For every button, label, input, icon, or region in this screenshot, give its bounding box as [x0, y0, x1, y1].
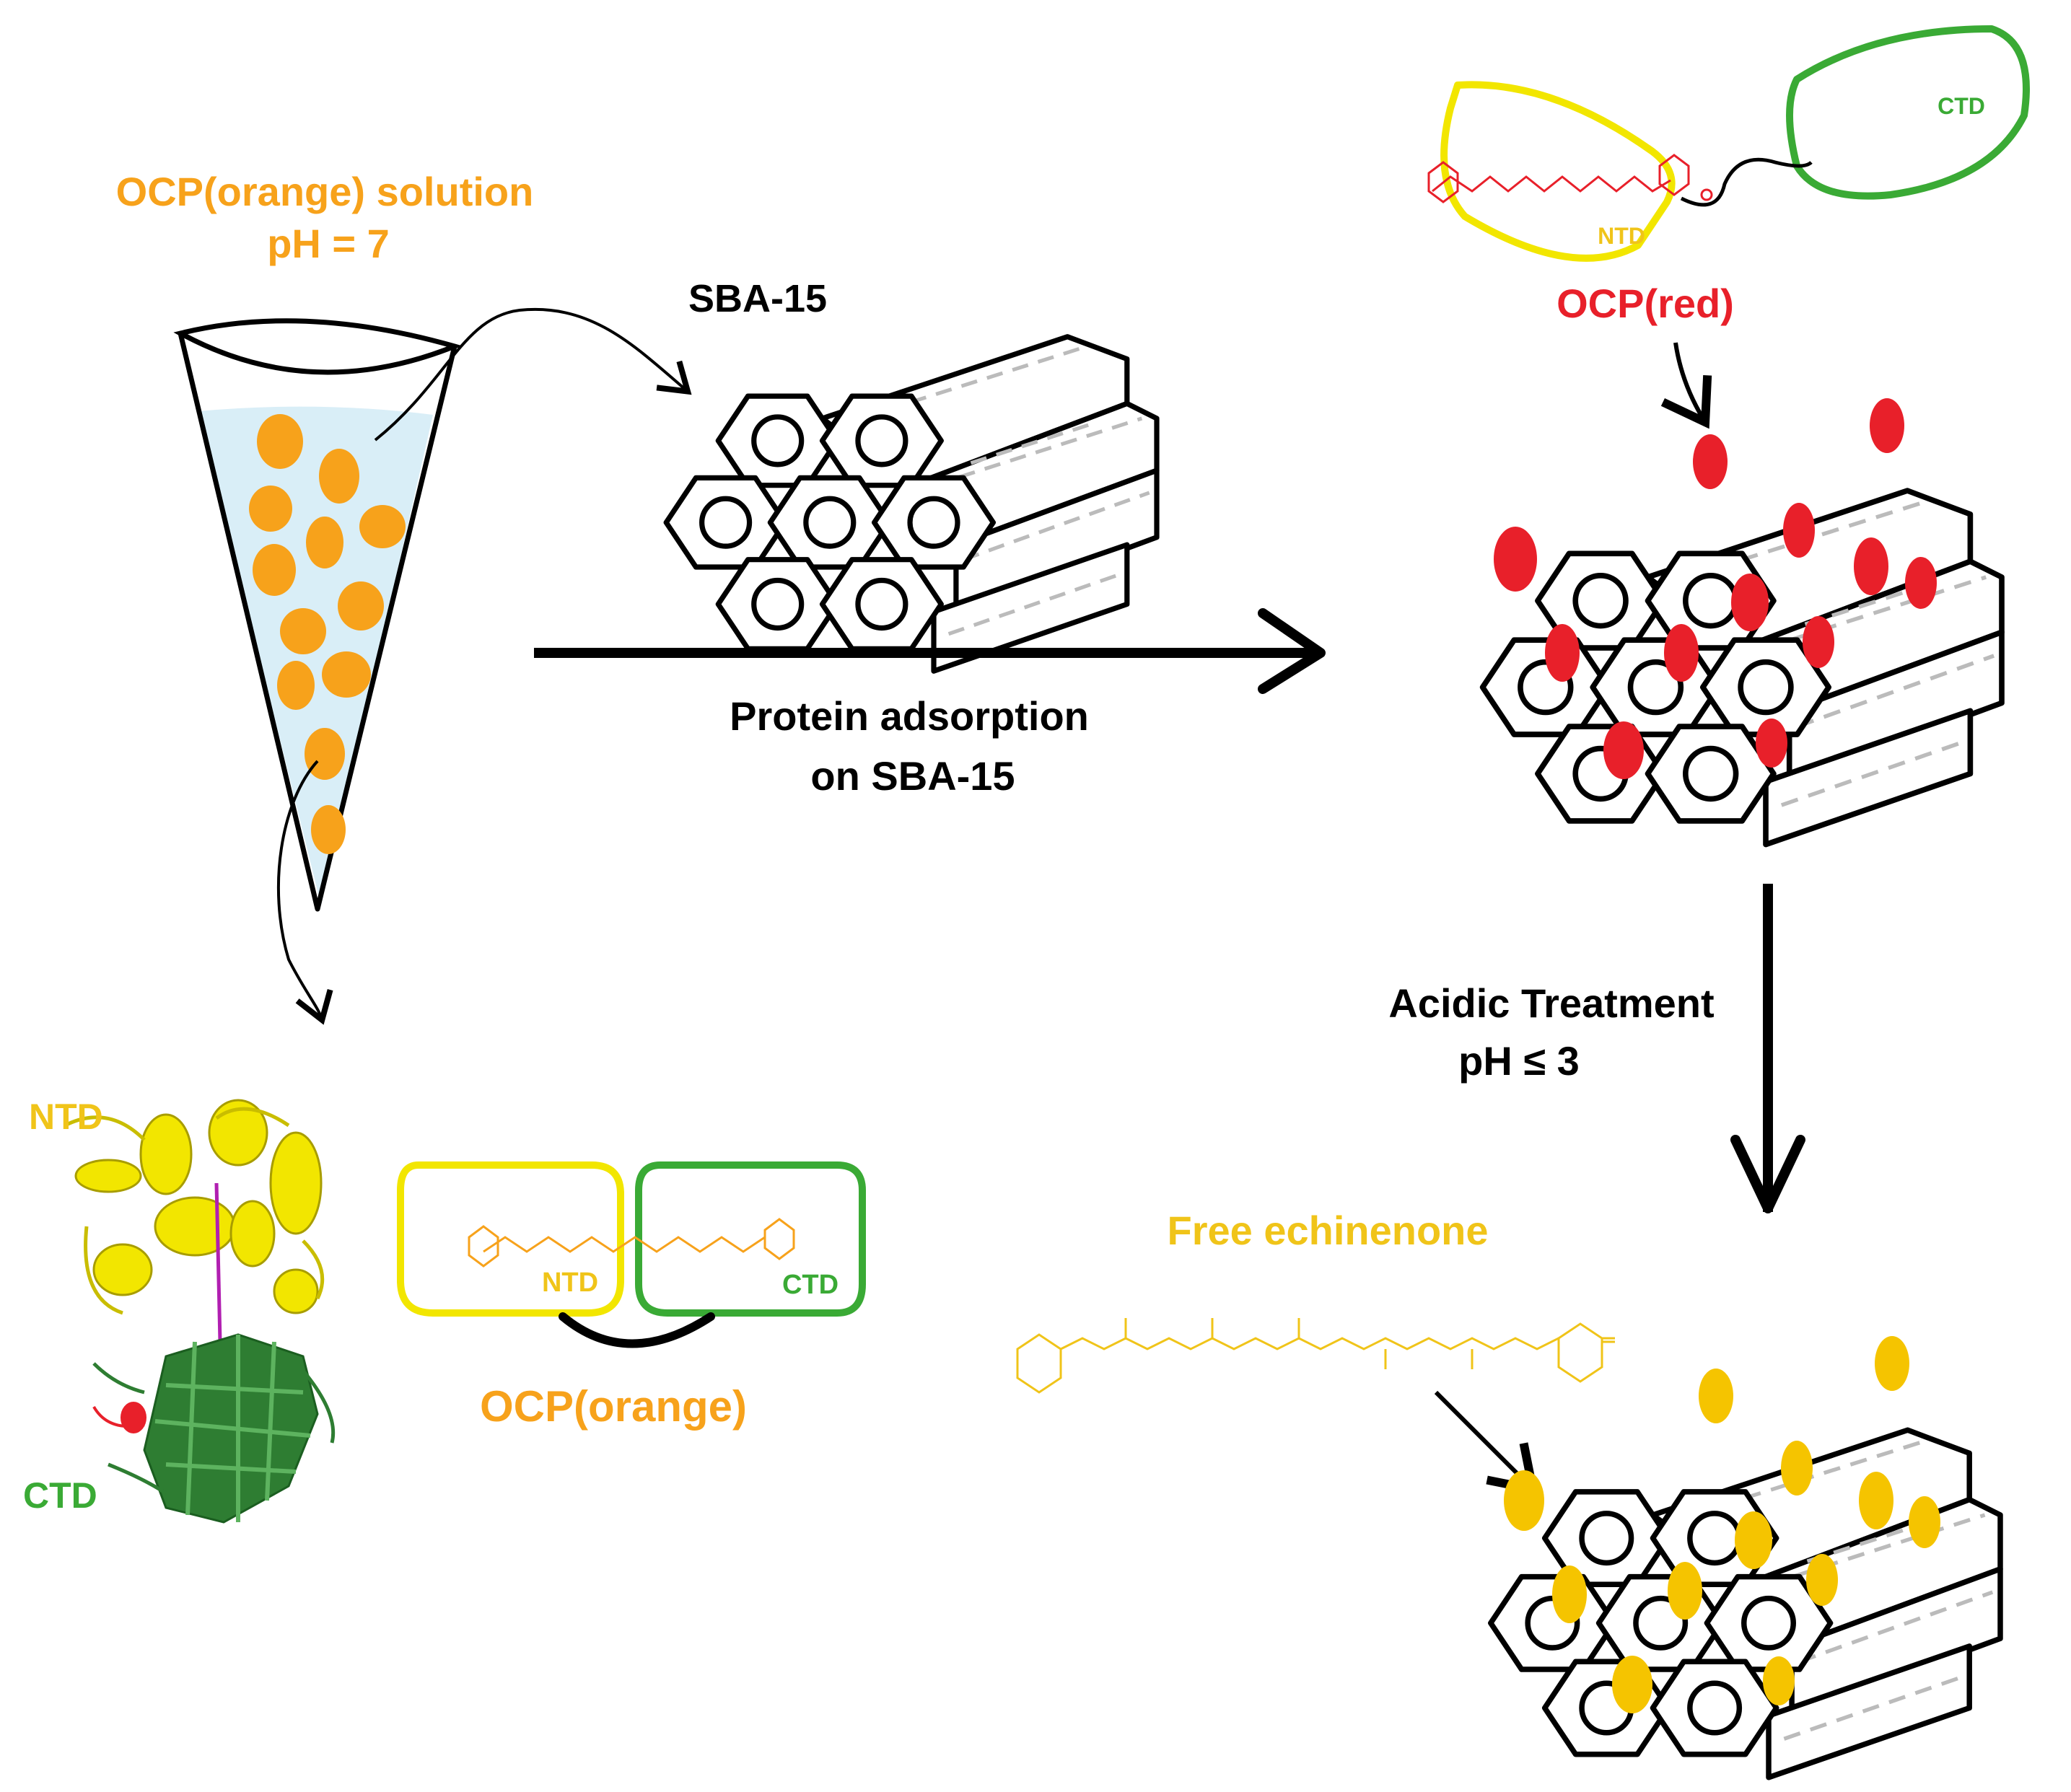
ctd-orange-label: CTD: [782, 1270, 839, 1300]
adsorption-label-1: Protein adsorption: [730, 693, 1089, 739]
acidic-label-1: Acidic Treatment: [1388, 980, 1714, 1026]
ocp-orange-particles: [249, 414, 406, 854]
ntd-orange-label: NTD: [542, 1268, 598, 1298]
ocp-red-label: OCP(red): [1556, 281, 1734, 326]
arrow-to-sba15: [374, 307, 692, 442]
arrow-to-structure: [276, 760, 333, 1025]
protein-ribbon-icon: [64, 1099, 336, 1524]
ntd-structure-label: NTD: [29, 1097, 103, 1137]
ocp-red-particles: [1494, 398, 1937, 779]
sba15-label: SBA-15: [688, 277, 827, 320]
ocp-solution-title: OCP(orange) solution: [116, 169, 534, 214]
acidic-treatment-arrow: [1730, 884, 1805, 1213]
ocp-solution-ph: pH = 7: [267, 221, 390, 266]
acidic-label-2: pH ≤ 3: [1458, 1038, 1580, 1084]
sba15-bundle-icon: [666, 337, 1157, 672]
free-echinenone-label: Free echinenone: [1167, 1208, 1488, 1253]
conical-flask-icon: [173, 318, 463, 912]
free-echinenone-particles: [1504, 1336, 1940, 1713]
ocp-orange-schematic: [397, 1161, 866, 1348]
ctd-structure-label: CTD: [23, 1475, 97, 1516]
ocp-orange-label: OCP(orange): [480, 1382, 747, 1431]
echinenone-molecule-icon: [1016, 1318, 1615, 1394]
ocp-red-schematic: [1427, 25, 2030, 262]
arrow-to-yellow-bundle: [1434, 1390, 1538, 1495]
adsorption-label-2: on SBA-15: [810, 753, 1015, 799]
ctd-red-label: CTD: [1938, 93, 1985, 119]
arrow-to-loaded-bundle: [1660, 342, 1712, 429]
ntd-red-label: NTD: [1598, 223, 1645, 249]
adsorption-arrow: [534, 608, 1326, 694]
